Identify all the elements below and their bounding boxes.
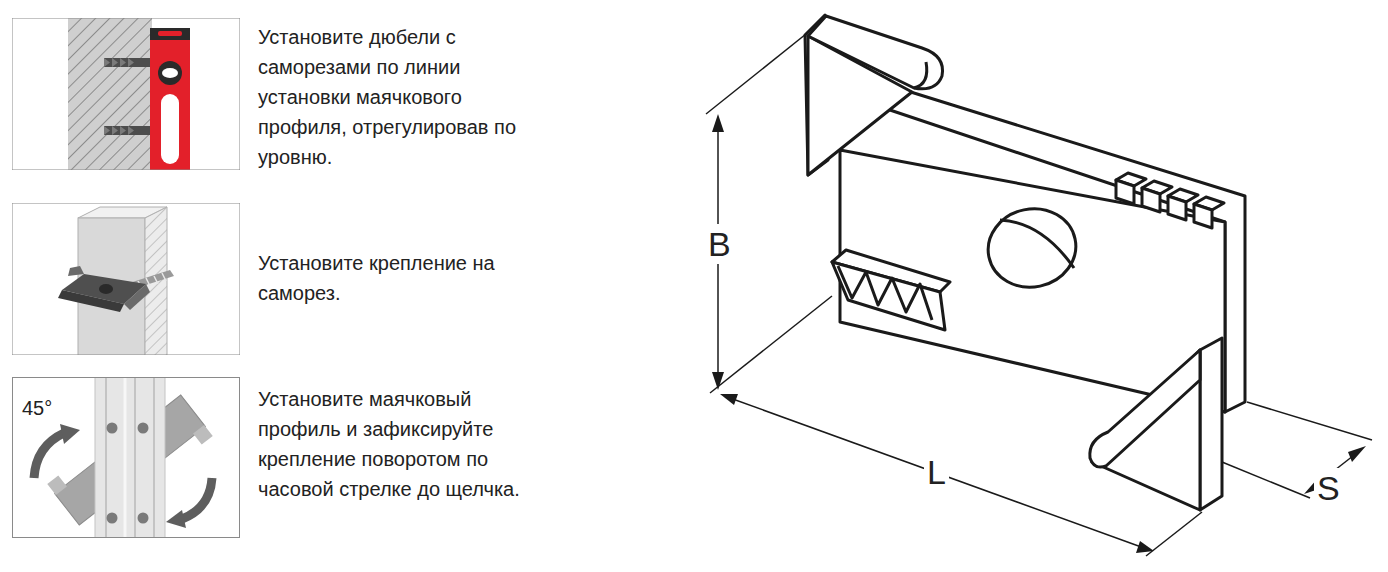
panel-profile-rotation [193, 425, 213, 445]
panel-profile-rotation [34, 433, 64, 478]
ear-lip [1090, 350, 1200, 467]
panel-wall-level [12, 18, 240, 170]
bracket-hole [981, 201, 1083, 296]
ear-thickness [1200, 338, 1222, 510]
teeth-steps [1194, 204, 1212, 228]
panel-wall-level [158, 61, 182, 85]
panel-profile-rotation [124, 377, 127, 538]
panel-wall-level [12, 18, 240, 170]
dimension-lines [706, 34, 806, 114]
panel-profile-rotation [107, 423, 118, 434]
panel-wall-level [104, 58, 152, 67]
dimension-lines [1146, 512, 1202, 556]
teeth-zigzag [838, 266, 932, 320]
panel-profile-rotation [153, 377, 155, 538]
panel-bracket-on-screw [124, 284, 150, 310]
teeth-steps [1142, 188, 1160, 212]
panel-profile-rotation [107, 513, 118, 524]
panel-profile-rotation [138, 513, 149, 524]
instruction-text: Установите дюбели с саморезами по линии … [258, 22, 548, 172]
dimension-lines [710, 296, 832, 393]
dimension-lines [1222, 462, 1310, 498]
teeth-steps [1116, 180, 1134, 204]
bracket-drawing [914, 62, 927, 88]
panel-profile-rotation [12, 377, 240, 538]
panel-wall-level [104, 58, 134, 67]
dimension-lines [712, 372, 724, 390]
panel-profile-rotation [95, 377, 165, 538]
panel-wall-level [68, 18, 152, 170]
dimension-label: B [705, 224, 734, 264]
panel-profile-rotation [105, 377, 107, 538]
dimension-lines [1348, 446, 1366, 462]
dimension-lines [720, 394, 738, 405]
dimension-lines [706, 34, 1372, 556]
hole-slot [1000, 220, 1074, 268]
bracket-drawing [805, 15, 1245, 510]
instruction-text: Установите крепление на саморез. [258, 248, 548, 308]
panel-wall-level [158, 31, 182, 36]
panel-wall-level [162, 68, 178, 78]
panel-wall-level [161, 94, 179, 164]
dimension-lines [730, 398, 1144, 548]
panel-wall-level [12, 18, 240, 170]
teeth-steps [1116, 173, 1224, 228]
panel-bracket-on-screw [68, 266, 84, 276]
panel-bracket-on-screw [58, 290, 124, 312]
dimension-lines [1247, 402, 1372, 440]
panel-wall-level [104, 126, 134, 135]
panel-wall-level [104, 126, 152, 135]
teeth-front [832, 262, 945, 330]
panel-profile-rotation [60, 424, 80, 444]
dimension-label: S [1314, 468, 1343, 508]
ear-lip [808, 16, 943, 89]
panel-profile-rotation [138, 423, 149, 434]
panel-wall-level [150, 28, 190, 40]
panel-profile-rotation [12, 377, 240, 538]
panel-wall-level [150, 28, 190, 170]
panel-profile-rotation [47, 475, 67, 495]
dimension-lines [712, 114, 724, 132]
teeth-steps [1168, 196, 1186, 220]
panel-profile-rotation [166, 510, 186, 528]
panel-profile-rotation [182, 478, 212, 519]
panel-bracket-on-screw [12, 203, 240, 355]
panel-bracket-on-screw [12, 203, 240, 355]
panel-profile-rotation [134, 377, 136, 538]
step-panel: 45° [12, 377, 240, 538]
dimension-label: L [924, 452, 949, 492]
instruction-text: Установите маячковый профиль и зафиксиру… [258, 384, 548, 504]
panel-bracket-on-screw [99, 284, 113, 294]
angle-label: 45° [22, 397, 52, 420]
